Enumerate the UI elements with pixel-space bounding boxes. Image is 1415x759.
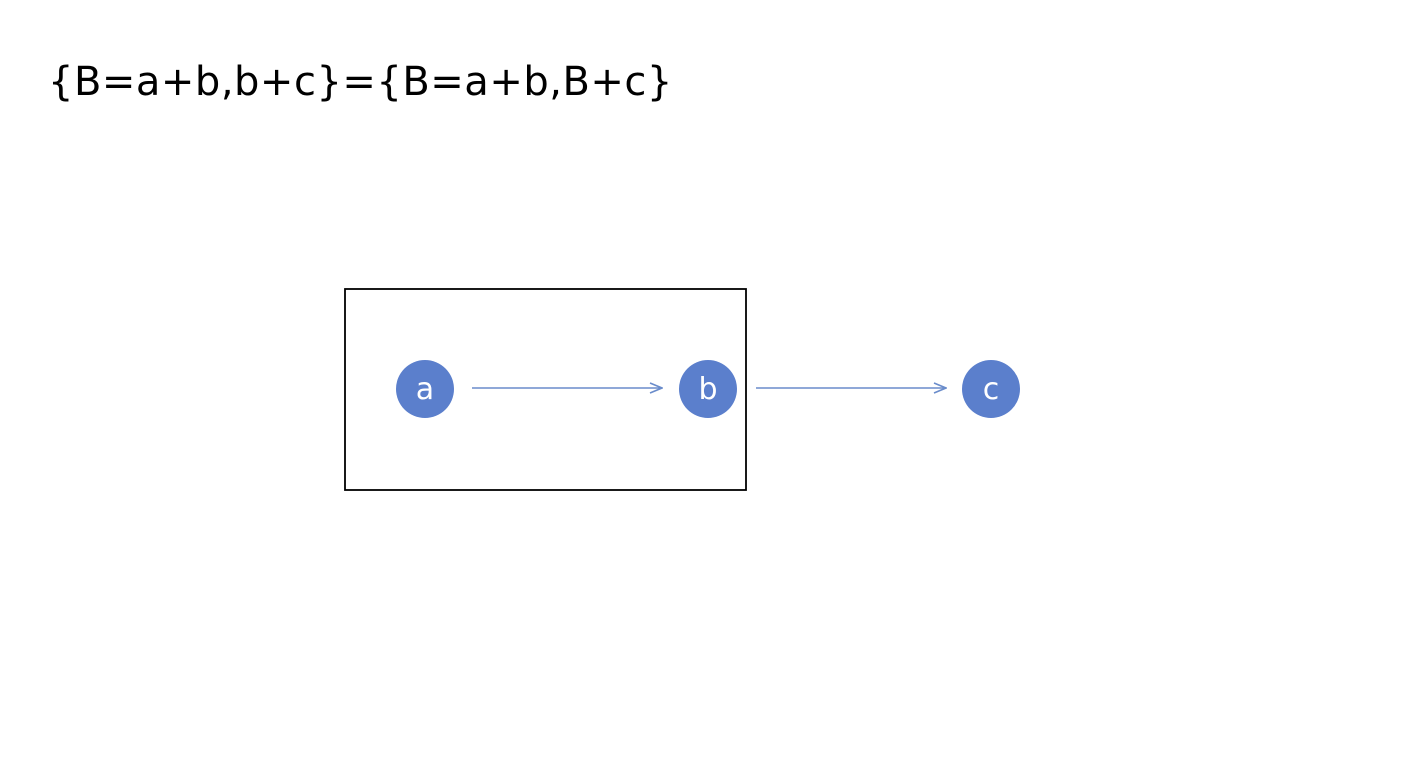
group-box	[344, 288, 747, 491]
node-a: a	[396, 360, 454, 418]
node-c-label: c	[983, 372, 1000, 407]
formula-text: {B=a+b,b+c}={B=a+b,B+c}	[48, 59, 673, 105]
node-b-label: b	[698, 372, 717, 407]
node-c: c	[962, 360, 1020, 418]
node-a-label: a	[416, 372, 434, 407]
node-b: b	[679, 360, 737, 418]
